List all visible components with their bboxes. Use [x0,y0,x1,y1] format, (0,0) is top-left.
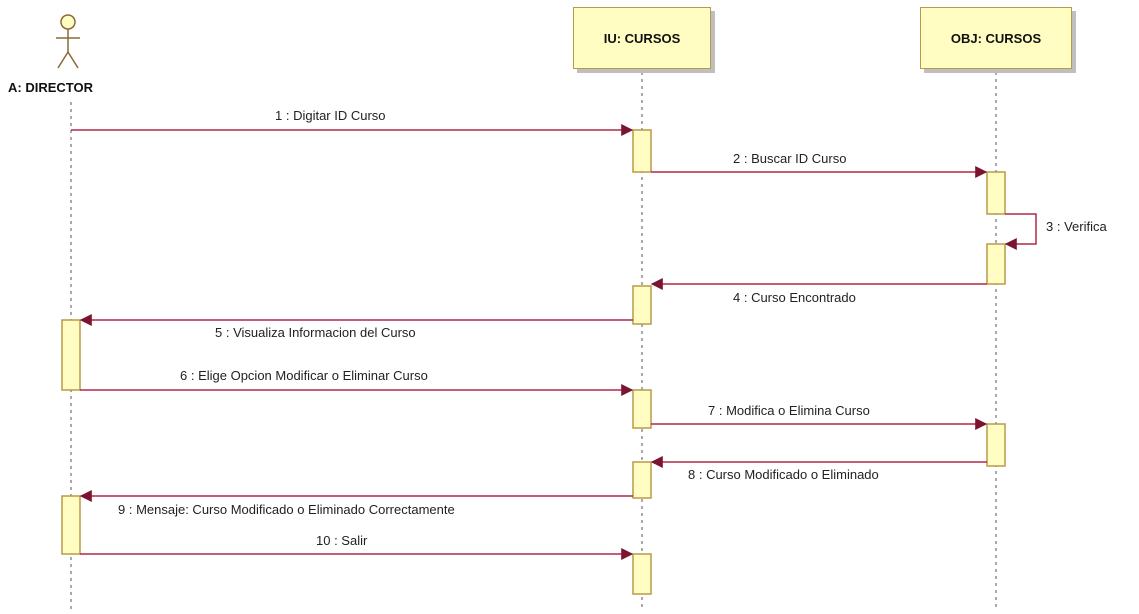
message-label-3: 3 : Verifica [1046,219,1107,234]
activation-bar [986,423,1006,467]
actor-label: A: DIRECTOR [8,80,93,95]
message-label-8: 8 : Curso Modificado o Eliminado [688,467,879,482]
message-label-9: 9 : Mensaje: Curso Modificado o Eliminad… [118,502,455,517]
activation-bar [632,389,652,429]
activation-bar [986,171,1006,215]
message-label-2: 2 : Buscar ID Curso [733,151,847,166]
lifeline-header-iu-cursos: IU: CURSOS [573,7,711,69]
activation-bar [632,129,652,173]
message-label-7: 7 : Modifica o Elimina Curso [708,403,870,418]
activation-bar [632,285,652,325]
activation-bar [61,495,81,555]
activation-bar [632,461,652,499]
activation-bar [632,553,652,595]
activation-bar [61,319,81,391]
message-label-10: 10 : Salir [316,533,368,548]
message-label-1: 1 : Digitar ID Curso [275,108,386,123]
message-arrow-3 [1004,213,1037,250]
lifeline-header-obj-cursos: OBJ: CURSOS [920,7,1072,69]
lifeline-label-obj-cursos: OBJ: CURSOS [950,30,1042,46]
actor-icon [56,14,80,69]
message-label-5: 5 : Visualiza Informacion del Curso [215,325,416,340]
lifeline-label-iu-cursos: IU: CURSOS [603,30,681,46]
activation-bar [986,243,1006,285]
message-label-4: 4 : Curso Encontrado [733,290,856,305]
message-label-6: 6 : Elige Opcion Modificar o Eliminar Cu… [180,368,428,383]
